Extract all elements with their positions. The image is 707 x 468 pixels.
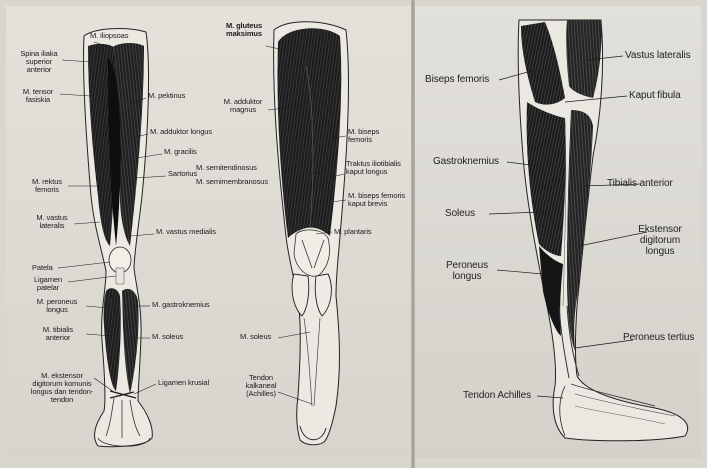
label-rektus-femoris: M. rektus femoris — [26, 178, 68, 194]
label-pektinus: M. pektinus — [148, 92, 185, 100]
label-peroneus-longus: M. peroneus longus — [30, 298, 84, 314]
label-gluteus-maksimus: M. gluteus maksimus — [222, 22, 266, 38]
label-tibialis-anterior-side: Tibialis anterior — [607, 178, 673, 189]
label-soleus-back: M. soleus — [240, 333, 271, 341]
label-gastroknemius: M. gastroknemius — [152, 301, 210, 309]
label-gracilis: M. gracilis — [164, 148, 197, 156]
label-tensor-fasiskia: M. tensor fasiskia — [16, 88, 60, 104]
label-tendon-kalkaneal: Tendon kalkaneal (Achilles) — [238, 374, 284, 398]
label-tendon-achilles: Tendon Achilles — [463, 390, 531, 401]
label-tibialis-anterior: M. tibialis anterior — [32, 326, 84, 342]
label-iliopsoas: M. iliopsoas — [90, 32, 128, 40]
left-page: M. iliopsoas Spina iliaka superior anter… — [6, 6, 411, 458]
label-biseps-kaput-brevis: M. biseps femoris kaput brevis — [348, 192, 406, 208]
right-page: Biseps femoris Vastus lateralis Kaput fi… — [415, 6, 701, 458]
label-adduktor-magnus: M. adduktor magnus — [218, 98, 268, 114]
label-peroneus-longus-side: Peroneus longus — [439, 260, 495, 282]
label-adduktor-longus: M. adduktor longus — [150, 128, 212, 136]
label-soleus-front: M. soleus — [152, 333, 183, 341]
label-kaput-fibula: Kaput fibula — [629, 90, 681, 101]
label-gastroknemius-side: Gastroknemius — [433, 156, 499, 167]
label-semitendinosus: M. semitendinosus — [196, 164, 257, 172]
label-vastus-lateralis-side: Vastus lateralis — [625, 50, 690, 61]
label-vastus-lateralis: M. vastus lateralis — [30, 214, 74, 230]
label-semimembranosus: M. semimembranosus — [196, 178, 268, 186]
label-spina-iliaka: Spina iliaka superior anterior — [14, 50, 64, 74]
label-patela: Patela — [32, 264, 53, 272]
label-ligamen-krusial: Ligamen krusial — [158, 379, 209, 387]
label-biseps-femoris-side: Biseps femoris — [425, 74, 489, 85]
label-ligamen-patelar: Ligamen patelar — [28, 276, 68, 292]
label-peroneus-tertius: Peroneus tertius — [623, 332, 694, 343]
label-vastus-medialis: M. vastus medialis — [156, 228, 216, 236]
label-sartorius: Sartorius — [168, 170, 197, 178]
label-ekstensor-digitorum-side: Ekstensor digitorum longus — [625, 224, 695, 257]
label-biseps-femoris-back: M. biseps femoris — [348, 128, 388, 144]
label-plantaris: M. plantaris — [334, 228, 372, 236]
label-soleus-side: Soleus — [445, 208, 475, 219]
label-ekstensor-digitorum: M. ekstensor digitorum komunis longus da… — [30, 372, 94, 404]
label-traktus-iliotibialis: Traktus iliotibialis kaput longus — [346, 160, 402, 176]
